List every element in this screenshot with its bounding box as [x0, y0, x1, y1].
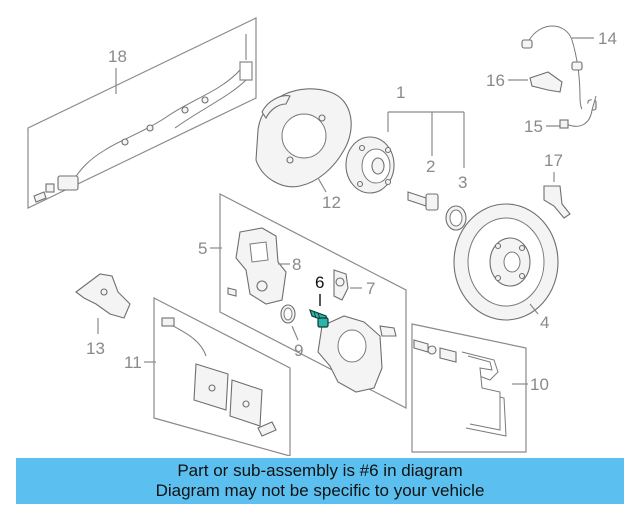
splash-shield — [255, 88, 352, 188]
callout-12: 12 — [322, 193, 341, 212]
hub-bolt — [407, 191, 439, 211]
brake-pads-panel — [153, 297, 291, 456]
callout-6: 6 — [315, 273, 324, 292]
banner-line-1: Part or sub-assembly is #6 in diagram — [177, 461, 463, 480]
callout-3: 3 — [458, 173, 467, 192]
parts-diagram: 18 12 1 2 3 4 — [27, 17, 617, 456]
callout-18: 18 — [108, 47, 127, 66]
bleeder-screw-highlighted — [309, 308, 329, 328]
hardware-panel — [411, 323, 527, 453]
brake-disc — [453, 203, 559, 321]
caliper-bracket — [235, 227, 287, 305]
callout-17: 17 — [544, 151, 563, 170]
wheel-hub — [345, 136, 395, 194]
callout-11: 11 — [124, 353, 142, 372]
dust-cap-ring — [280, 304, 296, 324]
callout-7: 7 — [366, 279, 375, 298]
callout-13: 13 — [86, 339, 105, 358]
caliper-bolt-small — [227, 287, 237, 297]
callout-8: 8 — [292, 255, 301, 274]
hose-bracket — [529, 71, 563, 93]
guide-pin — [333, 269, 349, 301]
callout-10: 10 — [530, 375, 549, 394]
callout-2: 2 — [426, 157, 435, 176]
seal-ring — [445, 205, 467, 231]
caliper-housing — [317, 315, 397, 393]
info-banner: Part or sub-assembly is #6 in diagram Di… — [16, 458, 624, 504]
bleeder-cap — [543, 185, 571, 219]
callout-16: 16 — [486, 71, 505, 90]
callout-15: 15 — [524, 117, 543, 136]
mounting-bracket — [75, 273, 131, 319]
brake-hose — [521, 25, 597, 116]
banner-line-2: Diagram may not be specific to your vehi… — [155, 481, 485, 500]
callout-1: 1 — [396, 83, 405, 102]
callout-4: 4 — [540, 313, 549, 332]
sensor-wire-panel — [27, 17, 257, 209]
callout-5: 5 — [198, 239, 207, 258]
callout-14: 14 — [598, 29, 617, 48]
brake-line — [559, 95, 597, 129]
callout-9: 9 — [294, 341, 303, 360]
